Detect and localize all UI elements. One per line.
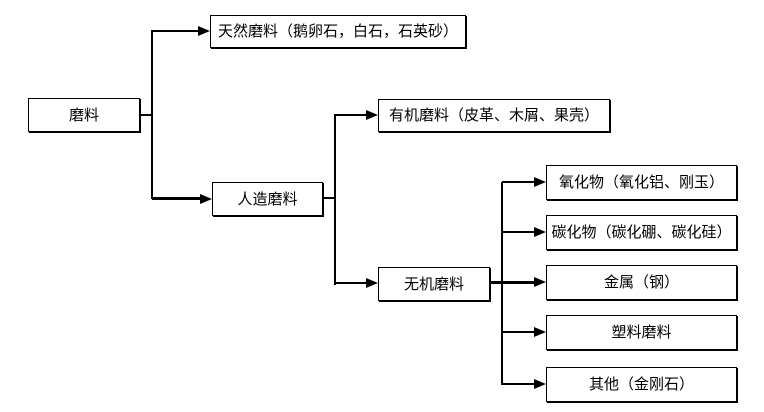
connector-inorganic-rail: [501, 182, 503, 385]
connector-root-to-artificial: [152, 197, 200, 200]
connector-artificial-rail: [334, 114, 336, 285]
arrowhead-icon: [534, 177, 546, 187]
node-metal: 金属（钢）: [546, 265, 737, 300]
arrowhead-icon: [534, 327, 546, 337]
arrowhead-icon: [534, 227, 546, 237]
node-other: 其他（金刚石）: [546, 367, 737, 402]
arrowhead-icon: [366, 278, 378, 288]
connector-inorganic-to-other: [502, 383, 534, 385]
node-organic-abrasive: 有机磨料（皮革、木屑、果壳）: [378, 99, 610, 132]
node-abrasive: 磨料: [28, 98, 140, 132]
node-oxide: 氧化物（氧化铝、刚玉）: [546, 165, 737, 200]
connector-root-stub: [140, 114, 153, 116]
connector-artificial-stub: [323, 197, 335, 199]
node-natural-abrasive: 天然磨料（鹅卵石，白石，石英砂）: [210, 15, 466, 48]
arrowhead-icon: [366, 110, 378, 120]
node-inorganic-abrasive: 无机磨料: [378, 267, 490, 301]
connector-root-rail: [151, 30, 153, 199]
connector-artificial-to-inorganic: [335, 282, 366, 284]
arrowhead-icon: [534, 277, 546, 287]
connector-root-to-natural: [152, 30, 198, 32]
arrowhead-icon: [534, 379, 546, 389]
arrowhead-icon: [200, 194, 212, 204]
connector-inorganic-to-metal: [490, 281, 534, 284]
connector-inorganic-to-carbide: [502, 231, 534, 233]
connector-inorganic-to-oxide: [502, 181, 534, 183]
connector-artificial-to-organic: [335, 114, 366, 116]
node-artificial-abrasive: 人造磨料: [212, 182, 323, 216]
arrowhead-icon: [198, 26, 210, 36]
node-plastic-abrasive: 塑料磨料: [546, 315, 737, 350]
connector-inorganic-to-plastic: [502, 331, 534, 333]
node-carbide: 碳化物（碳化硼、碳化硅）: [546, 215, 737, 250]
